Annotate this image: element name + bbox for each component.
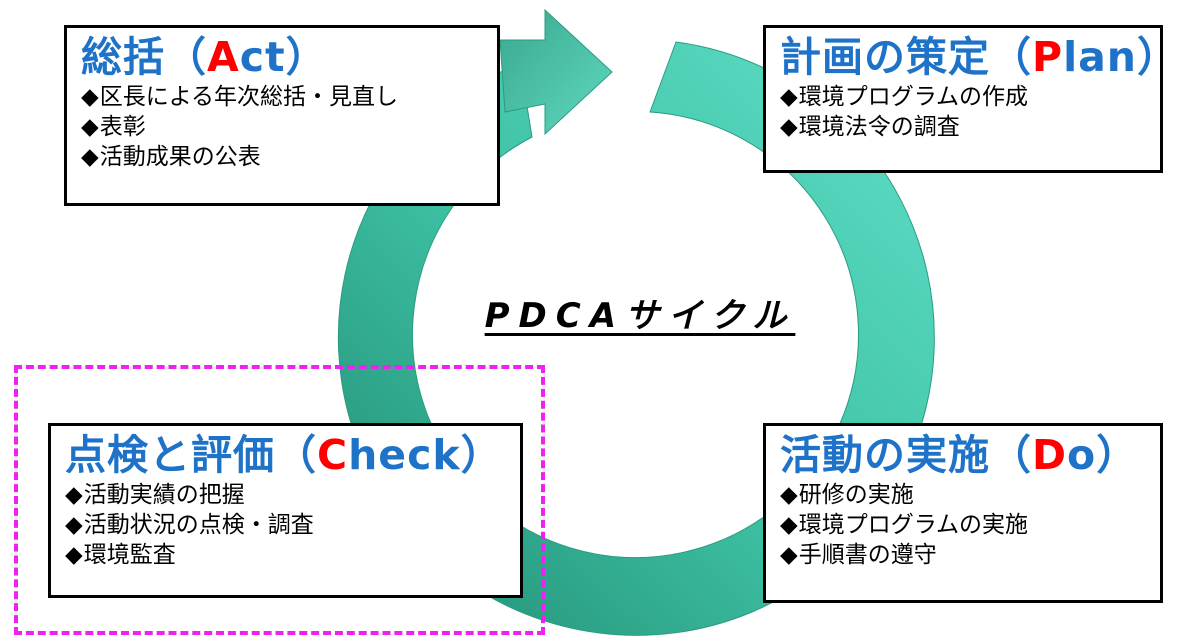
do-item: ◆環境プログラムの実施 [780, 512, 1029, 538]
plan-item: ◆環境法令の調査 [780, 114, 960, 140]
diamond-bullet-icon: ◆ [81, 114, 99, 140]
do-item-list: ◆研修の実施 ◆環境プログラムの実施 ◆手順書の遵守 [780, 480, 1150, 570]
diamond-bullet-icon: ◆ [81, 144, 99, 170]
act-item: ◆表彰 [81, 114, 146, 140]
diamond-bullet-icon: ◆ [780, 512, 798, 538]
diamond-bullet-icon: ◆ [780, 482, 798, 508]
check-item-list: ◆活動実績の把握 ◆活動状況の点検・調査 ◆環境監査 [65, 480, 510, 570]
plan-item: ◆環境プログラムの作成 [780, 84, 1029, 110]
diamond-bullet-icon: ◆ [65, 512, 83, 538]
diamond-bullet-icon: ◆ [65, 482, 83, 508]
diamond-bullet-icon: ◆ [780, 114, 798, 140]
diamond-bullet-icon: ◆ [780, 84, 798, 110]
check-item: ◆活動状況の点検・調査 [65, 512, 314, 538]
check-item: ◆活動実績の把握 [65, 482, 245, 508]
diamond-bullet-icon: ◆ [780, 542, 798, 568]
act-item-list: ◆区長による年次総括・見直し ◆表彰 ◆活動成果の公表 [81, 82, 487, 172]
check-highlight-frame [14, 365, 545, 635]
do-title: 活動の実施（Do） [780, 431, 1139, 479]
check-title: 点検と評価（Check） [65, 431, 503, 479]
plan-item-list: ◆環境プログラムの作成 ◆環境法令の調査 [780, 82, 1150, 142]
do-item: ◆手順書の遵守 [780, 542, 937, 568]
act-item: ◆活動成果の公表 [81, 144, 261, 170]
act-title: 総括（Act） [81, 33, 328, 81]
do-item: ◆研修の実施 [780, 482, 914, 508]
check-item: ◆環境監査 [65, 542, 176, 568]
act-item: ◆区長による年次総括・見直し [81, 84, 399, 110]
plan-box: 計画の策定（Plan） ◆環境プログラムの作成 ◆環境法令の調査 [763, 25, 1179, 173]
diamond-bullet-icon: ◆ [65, 542, 83, 568]
cycle-arrow-head [499, 8, 613, 136]
do-box: 活動の実施（Do） ◆研修の実施 ◆環境プログラムの実施 ◆手順書の遵守 [763, 423, 1163, 603]
check-box: 点検と評価（Check） ◆活動実績の把握 ◆活動状況の点検・調査 ◆環境監査 [48, 423, 523, 598]
act-box: 総括（Act） ◆区長による年次総括・見直し ◆表彰 ◆活動成果の公表 [64, 25, 500, 206]
plan-title: 計画の策定（Plan） [780, 33, 1179, 81]
diamond-bullet-icon: ◆ [81, 84, 99, 110]
center-title: PDCAサイクル [484, 296, 796, 336]
